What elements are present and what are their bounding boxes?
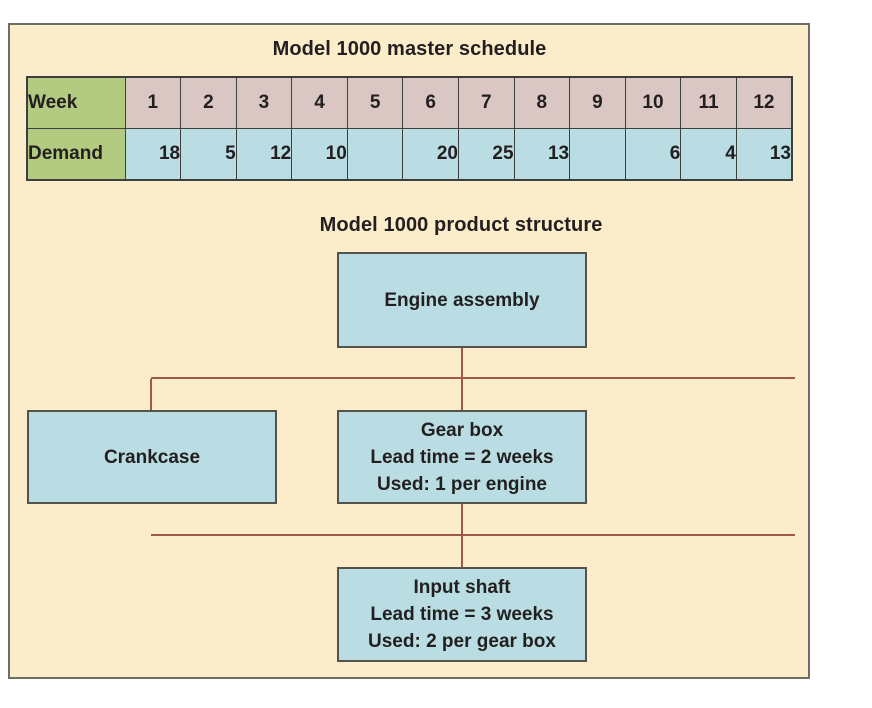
demand-cell-10: 6 <box>624 128 682 181</box>
week-cell-1: 1 <box>124 76 182 129</box>
connector-engine-down <box>461 348 463 378</box>
node-engine-assembly: Engine assembly <box>337 252 587 348</box>
node-crankcase-label: Crankcase <box>103 446 201 468</box>
week-cell-10: 10 <box>624 76 682 129</box>
node-gear-box-title: Gear box <box>420 419 504 441</box>
demand-cell-3: 12 <box>235 128 293 181</box>
week-label-cell: Week <box>26 76 126 129</box>
master-schedule-title: Model 1000 master schedule <box>272 38 547 60</box>
node-gear-box-lead-time: Lead time = 2 weeks <box>370 446 554 468</box>
demand-cell-5 <box>346 128 404 181</box>
week-cell-2: 2 <box>180 76 237 129</box>
week-cell-4: 4 <box>291 76 348 129</box>
node-input-shaft-lead-time: Lead time = 3 weeks <box>370 604 554 625</box>
week-row: Week 1 2 3 4 5 6 7 8 9 10 11 12 <box>26 76 793 129</box>
node-input-shaft-title: Input shaft <box>413 577 511 598</box>
connector-level1-horizontal <box>151 377 795 379</box>
week-cell-6: 6 <box>402 76 459 129</box>
demand-cell-7: 25 <box>457 128 515 181</box>
week-cell-3: 3 <box>235 76 293 129</box>
week-cell-8: 8 <box>513 76 571 129</box>
week-cell-5: 5 <box>346 76 404 129</box>
demand-label-cell: Demand <box>26 128 126 181</box>
node-gear-box-usage: Used: 1 per engine <box>377 473 547 495</box>
node-input-shaft-usage: Used: 2 per gear box <box>368 631 556 652</box>
demand-cell-9 <box>569 128 626 181</box>
connector-level2-horizontal <box>151 534 795 536</box>
demand-row: Demand 18 5 12 10 20 25 13 6 4 13 <box>26 128 793 181</box>
week-cell-12: 12 <box>735 76 793 129</box>
week-cell-9: 9 <box>569 76 626 129</box>
connector-crankcase-down <box>150 379 152 410</box>
node-crankcase: Crankcase <box>27 410 277 504</box>
node-input-shaft: Input shaft Lead time = 3 weeks Used: 2 … <box>337 567 587 662</box>
demand-cell-6: 20 <box>402 128 459 181</box>
demand-cell-4: 10 <box>291 128 348 181</box>
master-schedule-table: Week 1 2 3 4 5 6 7 8 9 10 11 12 Demand 1… <box>26 76 793 181</box>
week-cell-11: 11 <box>680 76 737 129</box>
node-gear-box: Gear box Lead time = 2 weeks Used: 1 per… <box>337 410 587 504</box>
week-cell-7: 7 <box>457 76 515 129</box>
product-structure-title: Model 1000 product structure <box>319 214 603 236</box>
connector-gearbox-down <box>461 379 463 410</box>
demand-cell-12: 13 <box>735 128 793 181</box>
demand-cell-2: 5 <box>180 128 237 181</box>
demand-cell-11: 4 <box>680 128 737 181</box>
demand-cell-8: 13 <box>513 128 571 181</box>
node-engine-assembly-label: Engine assembly <box>384 289 540 311</box>
demand-cell-1: 18 <box>124 128 182 181</box>
